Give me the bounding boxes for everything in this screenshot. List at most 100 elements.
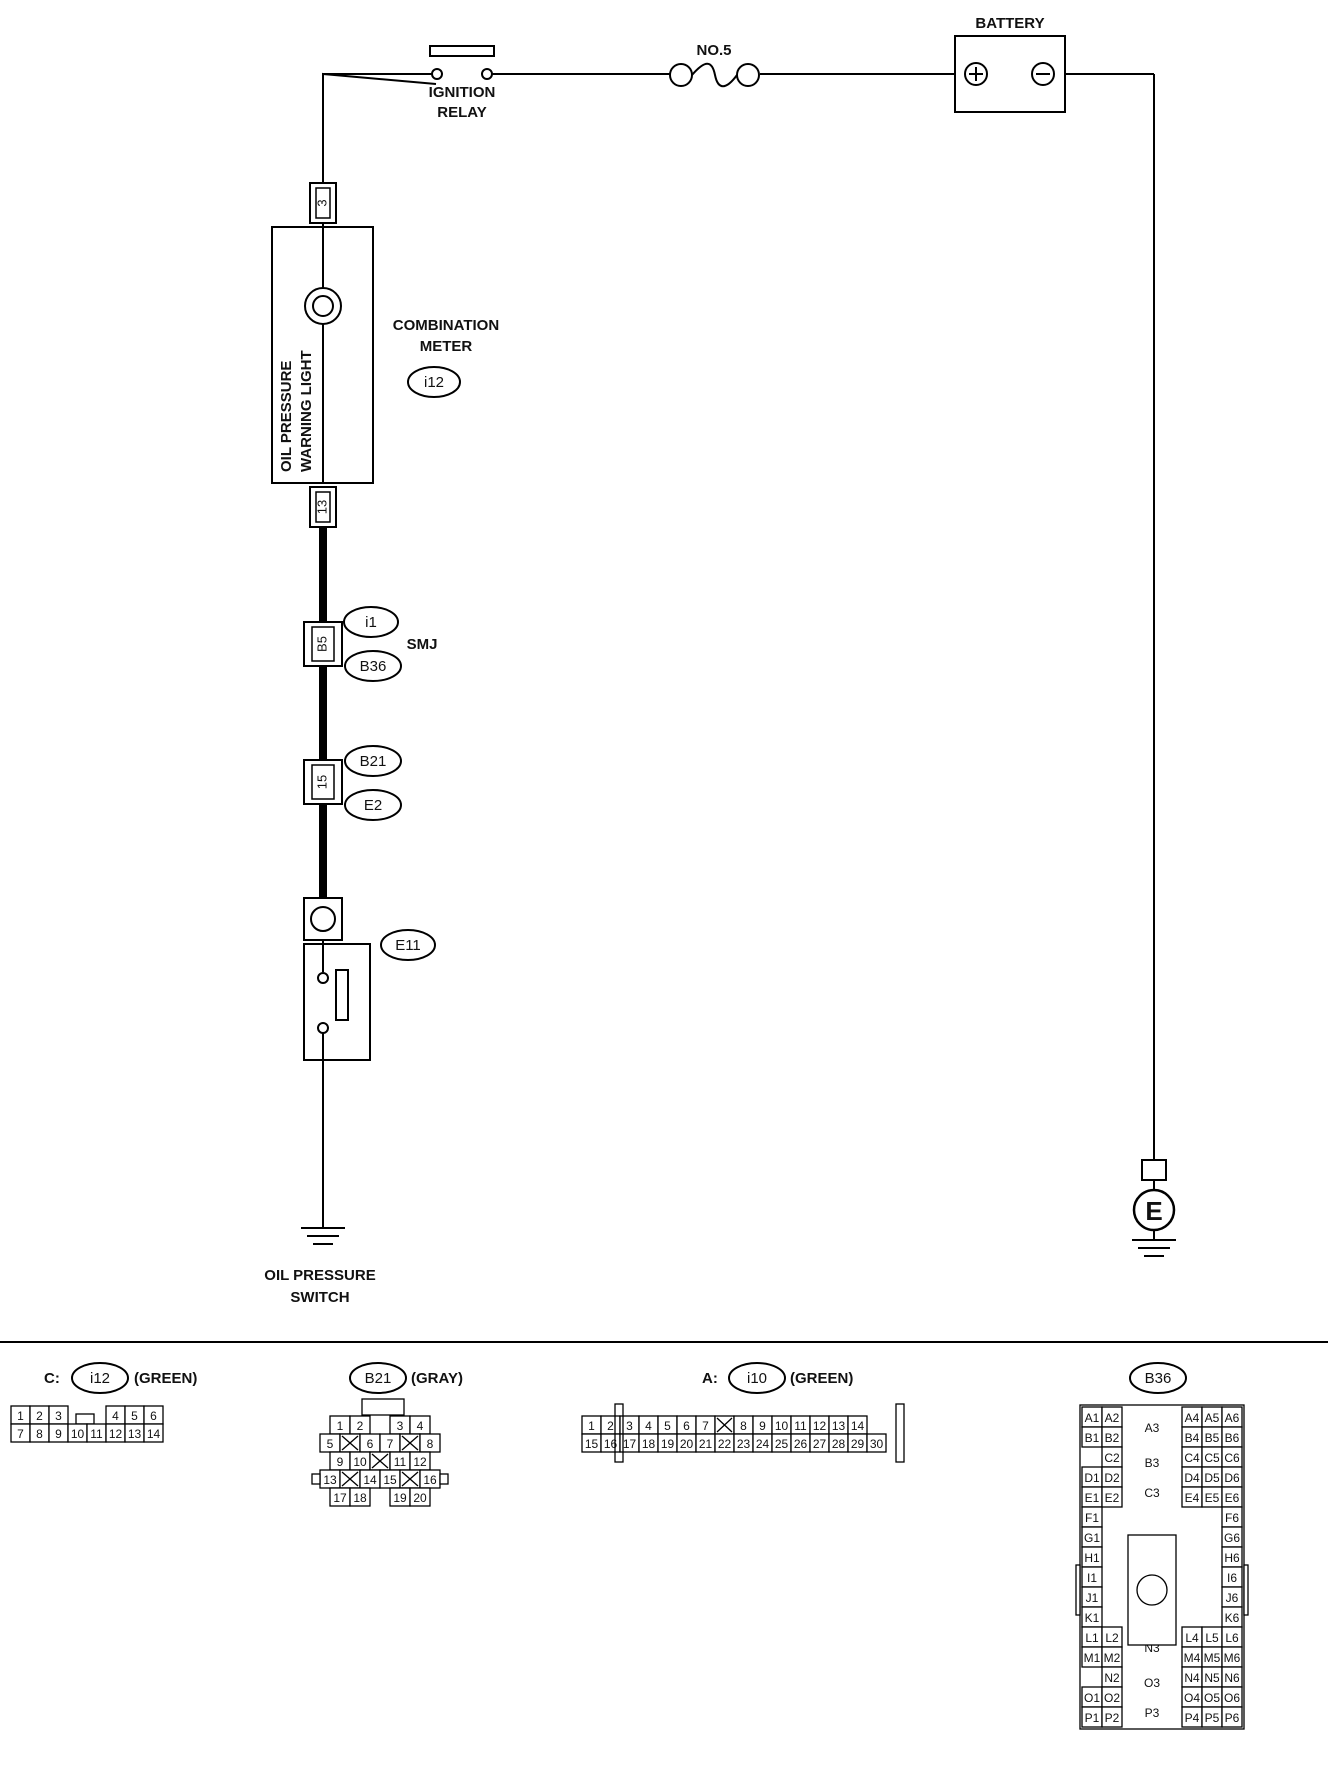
svg-text:6: 6 [150, 1409, 157, 1423]
b36-pin-A2: A2 [1101, 1406, 1123, 1428]
c-pin-7: 7 [10, 1423, 31, 1443]
svg-text:i12: i12 [90, 1370, 110, 1387]
svg-text:(GREEN): (GREEN) [790, 1370, 853, 1387]
battery-label: BATTERY [975, 15, 1044, 32]
b36-pin-D6: D6 [1221, 1466, 1243, 1488]
svg-text:D6: D6 [1224, 1471, 1240, 1485]
b36-pin-K6: K6 [1221, 1606, 1243, 1628]
svg-text:A4: A4 [1185, 1411, 1200, 1425]
b36-pin-E1: E1 [1081, 1486, 1103, 1508]
svg-text:K1: K1 [1085, 1611, 1100, 1625]
b36-pin-P6: P6 [1221, 1706, 1243, 1728]
wire-top-left [322, 72, 1155, 1160]
svg-text:N5: N5 [1204, 1671, 1220, 1685]
svg-text:18: 18 [642, 1437, 656, 1451]
b36-pin-N6: N6 [1221, 1666, 1243, 1688]
svg-text:K6: K6 [1225, 1611, 1240, 1625]
svg-text:(GRAY): (GRAY) [411, 1370, 463, 1387]
b36-pin-E2: E2 [1101, 1486, 1123, 1508]
svg-text:H1: H1 [1084, 1551, 1100, 1565]
svg-text:30: 30 [870, 1437, 884, 1451]
svg-text:C:: C: [44, 1370, 60, 1387]
svg-text:20: 20 [680, 1437, 694, 1451]
svg-text:O3: O3 [1144, 1676, 1160, 1690]
battery: BATTERY [954, 15, 1066, 113]
svg-text:20: 20 [413, 1491, 427, 1505]
b21-pin-2: 2 [349, 1415, 371, 1435]
svg-text:14: 14 [851, 1419, 865, 1433]
svg-text:2: 2 [36, 1409, 43, 1423]
b36-pin-B3: B3 [1145, 1456, 1160, 1470]
svg-text:B4: B4 [1185, 1431, 1200, 1445]
b36-pin-B4: B4 [1181, 1426, 1203, 1448]
svg-text:P2: P2 [1105, 1711, 1120, 1725]
a-pin-22: 22 [714, 1433, 735, 1453]
warning-light-label-2: WARNING LIGHT [298, 350, 315, 472]
b36-pin-M1: M1 [1081, 1646, 1103, 1668]
c-pin-4: 4 [105, 1405, 126, 1425]
svg-text:O1: O1 [1084, 1691, 1100, 1705]
b36-pin-O5: O5 [1201, 1686, 1223, 1708]
b36-pin-B5: B5 [1201, 1426, 1223, 1448]
svg-text:M1: M1 [1084, 1651, 1101, 1665]
svg-text:11: 11 [394, 1455, 407, 1469]
c-pin-10: 10 [67, 1423, 88, 1443]
b36-pin-N5: N5 [1201, 1666, 1223, 1688]
a-pin-20: 20 [676, 1433, 697, 1453]
svg-text:J1: J1 [1086, 1591, 1099, 1605]
svg-text:O2: O2 [1104, 1691, 1120, 1705]
svg-text:B21: B21 [360, 753, 387, 770]
b21-pin-6: 6 [359, 1433, 381, 1453]
b21-pin-10: 10 [349, 1451, 371, 1471]
b36-pin-D4: D4 [1181, 1466, 1203, 1488]
b36-pin-E4: E4 [1181, 1486, 1203, 1508]
ground-e: E [1132, 1159, 1176, 1257]
svg-text:D5: D5 [1204, 1471, 1220, 1485]
svg-text:5: 5 [327, 1437, 334, 1451]
svg-text:16: 16 [604, 1437, 618, 1451]
b36-pin-J6: J6 [1221, 1586, 1243, 1608]
oil-switch-label-2: SWITCH [290, 1289, 349, 1306]
svg-text:3: 3 [397, 1419, 404, 1433]
c-pin-8: 8 [29, 1423, 50, 1443]
svg-text:G1: G1 [1084, 1531, 1100, 1545]
svg-text:J6: J6 [1226, 1591, 1239, 1605]
svg-text:23: 23 [737, 1437, 751, 1451]
b21-pin-1: 1 [329, 1415, 351, 1435]
svg-text:C2: C2 [1104, 1451, 1120, 1465]
svg-text:28: 28 [832, 1437, 846, 1451]
b21-pin-7: 7 [379, 1433, 401, 1453]
meter-terminal-13: 13 [314, 500, 329, 514]
b36-pin-E6: E6 [1221, 1486, 1243, 1508]
a-pin-13: 13 [828, 1415, 849, 1435]
b21-pin-16: 16 [419, 1469, 441, 1489]
b36-pin-E5: E5 [1201, 1486, 1223, 1508]
oil-switch-label-1: OIL PRESSURE [264, 1267, 375, 1284]
a-pin-9: 9 [752, 1415, 773, 1435]
svg-text:9: 9 [55, 1427, 62, 1441]
svg-text:10: 10 [71, 1427, 85, 1441]
svg-text:E6: E6 [1225, 1491, 1240, 1505]
svg-text:C4: C4 [1184, 1451, 1200, 1465]
b36-pin-I6: I6 [1221, 1566, 1243, 1588]
b36-pin-M2: M2 [1101, 1646, 1123, 1668]
tag-b36 [344, 650, 402, 682]
tag-e11 [380, 929, 436, 961]
b36-pin-A1: A1 [1081, 1406, 1103, 1428]
svg-text:P3: P3 [1145, 1706, 1160, 1720]
svg-text:E11: E11 [395, 937, 421, 954]
b36-pin-L2: L2 [1101, 1626, 1123, 1648]
svg-text:14: 14 [147, 1427, 161, 1441]
svg-text:B21: B21 [365, 1370, 392, 1387]
c-pin-2: 2 [29, 1405, 50, 1425]
svg-text:1: 1 [17, 1409, 24, 1423]
a-pin-15: 15 [581, 1433, 602, 1453]
b36-pin-P5: P5 [1201, 1706, 1223, 1728]
svg-text:A1: A1 [1085, 1411, 1100, 1425]
a-pin-blank [714, 1415, 735, 1435]
b36-pin-O1: O1 [1081, 1686, 1103, 1708]
b21-pin-13: 13 [319, 1469, 341, 1489]
svg-text:P1: P1 [1085, 1711, 1100, 1725]
b36-pin-G1: G1 [1081, 1526, 1103, 1548]
b36-pin-P2: P2 [1101, 1706, 1123, 1728]
